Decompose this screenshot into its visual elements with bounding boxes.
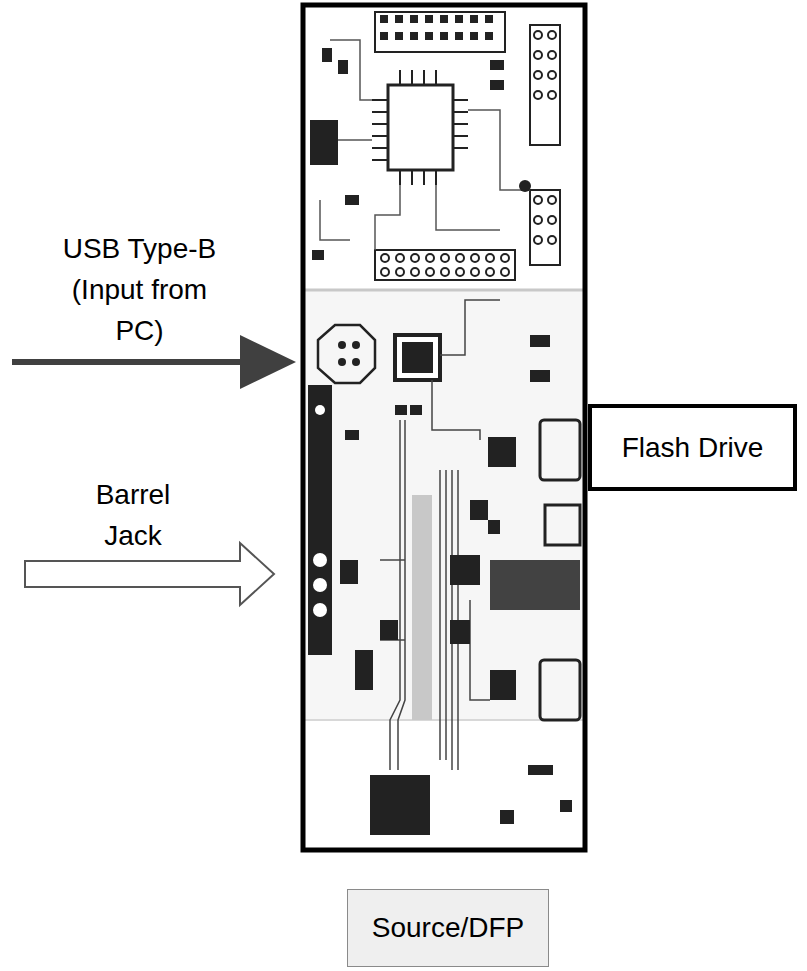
input-label: USB Type-B (Input from PC) — [52, 228, 227, 351]
box-text: Flash Drive — [622, 428, 764, 468]
flash-drive-box: Flash Drive — [588, 404, 797, 491]
source-dfp-box: Source/DFP — [347, 889, 549, 967]
box-text: Source/DFP — [372, 908, 525, 948]
input-label: Barrel Jack — [68, 474, 198, 556]
